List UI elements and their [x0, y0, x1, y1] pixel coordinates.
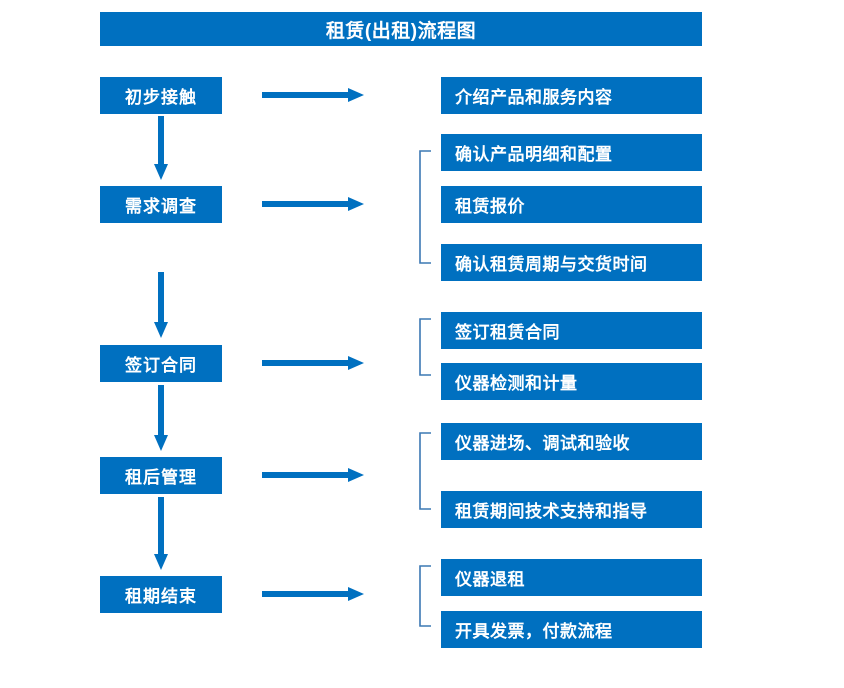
page-title: 租赁(出租)流程图: [100, 12, 702, 46]
right-arrow-icon: [262, 88, 364, 102]
stage-box-initial-contact[interactable]: 初步接触: [100, 77, 222, 114]
task-box-instrument-return[interactable]: 仪器退租: [441, 559, 702, 596]
task-box-instrument-entry-commissioning[interactable]: 仪器进场、调试和验收: [441, 423, 702, 460]
task-box-instrument-inspection[interactable]: 仪器检测和计量: [441, 363, 702, 400]
group-bracket-icon: [418, 150, 432, 264]
task-box-rental-quotation[interactable]: 租赁报价: [441, 186, 702, 223]
task-box-sign-lease-agreement[interactable]: 签订租赁合同: [441, 312, 702, 349]
task-box-confirm-product-details[interactable]: 确认产品明细和配置: [441, 134, 702, 171]
task-box-technical-support[interactable]: 租赁期间技术支持和指导: [441, 491, 702, 528]
right-arrow-icon: [262, 587, 364, 601]
right-arrow-icon: [262, 356, 364, 370]
right-arrow-icon: [262, 197, 364, 211]
task-box-invoice-payment[interactable]: 开具发票，付款流程: [441, 611, 702, 648]
stage-box-sign-contract[interactable]: 签订合同: [100, 345, 222, 382]
group-bracket-icon: [418, 432, 432, 510]
down-arrow-icon: [154, 116, 168, 180]
group-bracket-icon: [418, 565, 432, 627]
task-box-introduce-products[interactable]: 介绍产品和服务内容: [441, 77, 702, 114]
stage-box-post-rental-management[interactable]: 租后管理: [100, 457, 222, 494]
group-bracket-icon: [418, 318, 432, 376]
down-arrow-icon: [154, 385, 168, 451]
down-arrow-icon: [154, 272, 168, 338]
task-box-confirm-lease-period[interactable]: 确认租赁周期与交货时间: [441, 244, 702, 281]
right-arrow-icon: [262, 468, 364, 482]
stage-box-needs-survey[interactable]: 需求调查: [100, 186, 222, 223]
down-arrow-icon: [154, 497, 168, 570]
stage-box-lease-end[interactable]: 租期结束: [100, 576, 222, 613]
